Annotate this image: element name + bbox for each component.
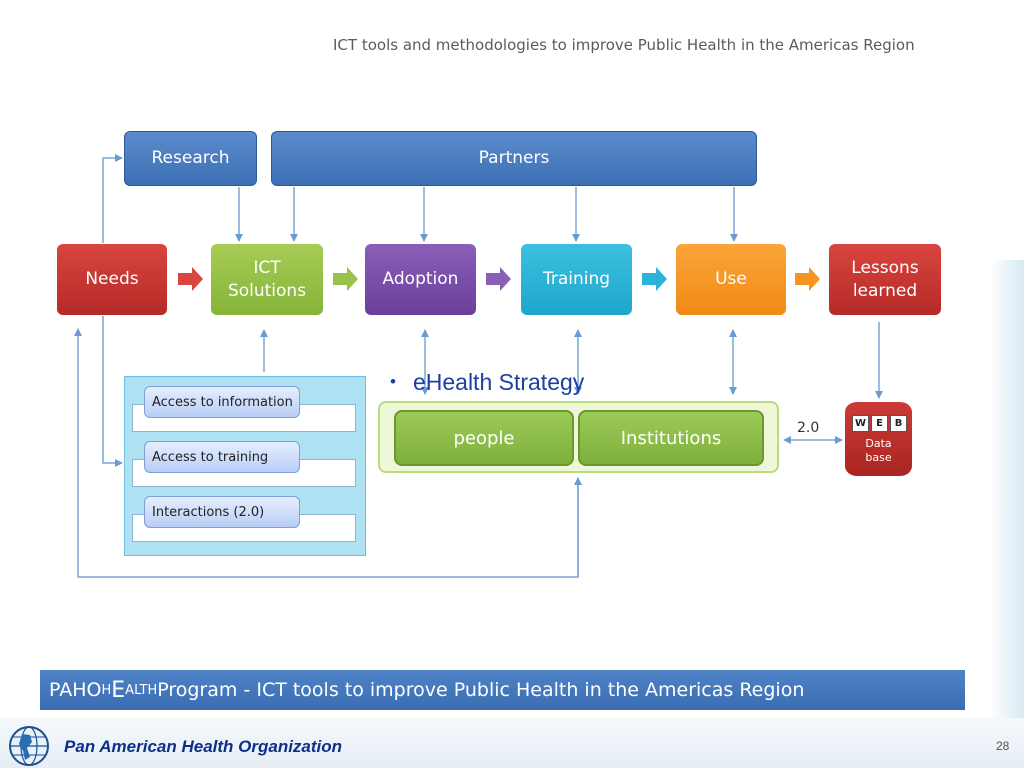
needs-label: Needs — [85, 269, 139, 289]
adoption-label: Adoption — [382, 269, 459, 289]
ict-label-line2: Solutions — [227, 280, 307, 301]
bullet-symbol: • — [390, 372, 396, 391]
partners-label: Partners — [478, 148, 550, 168]
database-label: Data base — [845, 437, 912, 465]
needs-box: Needs — [57, 244, 167, 315]
slide-header: ICT tools and methodologies to improve P… — [333, 36, 915, 54]
research-box: Research — [124, 131, 257, 186]
background-decoration-right — [990, 260, 1024, 720]
research-label: Research — [151, 148, 230, 168]
access-information-item: Access to information — [144, 386, 300, 418]
page-number: 28 — [996, 739, 1010, 753]
link-label: 2.0 — [797, 420, 820, 436]
banner-e: E — [111, 677, 126, 703]
access-training-label: Access to training — [152, 449, 269, 465]
use-label: Use — [715, 269, 747, 289]
web-letter-b: B — [890, 415, 907, 432]
access-information-label: Access to information — [152, 394, 293, 410]
organization-name: Pan American Health Organization — [64, 737, 343, 756]
banner-h: H — [101, 682, 112, 698]
web-letters: W E B — [852, 415, 907, 432]
globe-logo-icon — [9, 726, 49, 766]
ict-solutions-box: ICT Solutions — [211, 244, 323, 315]
web-letter-e: E — [871, 415, 888, 432]
interactions-item: Interactions (2.0) — [144, 496, 300, 528]
use-box: Use — [676, 244, 786, 315]
lessons-label-line2: learned — [852, 280, 918, 301]
people-label: people — [453, 427, 515, 449]
lessons-learned-box: Lessons learned — [829, 244, 941, 315]
background-decoration-bottom — [0, 718, 1024, 768]
banner-suffix: Program - ICT tools to improve Public He… — [157, 679, 805, 701]
bullet-text: eHealth Strategy — [412, 369, 585, 395]
interactions-label: Interactions (2.0) — [152, 504, 265, 520]
banner-prefix: PAHO — [49, 679, 102, 701]
training-label: Training — [542, 269, 611, 289]
ict-label-line1: ICT — [253, 257, 281, 278]
database-label-line1: Data — [865, 437, 892, 450]
institutions-box: Institutions — [578, 410, 764, 466]
training-box: Training — [521, 244, 632, 315]
web-letter-w: W — [852, 415, 869, 432]
people-box: people — [394, 410, 574, 466]
access-training-item: Access to training — [144, 441, 300, 473]
partners-box: Partners — [271, 131, 757, 186]
lessons-label-line1: Lessons — [851, 257, 919, 278]
web-database-icon — [845, 402, 912, 476]
adoption-box: Adoption — [365, 244, 476, 315]
institutions-label: Institutions — [620, 427, 722, 449]
database-label-line2: base — [865, 451, 892, 464]
ehealth-strategy-bullet: • eHealth Strategy — [390, 369, 584, 396]
banner-alth: ALTH — [125, 682, 158, 698]
